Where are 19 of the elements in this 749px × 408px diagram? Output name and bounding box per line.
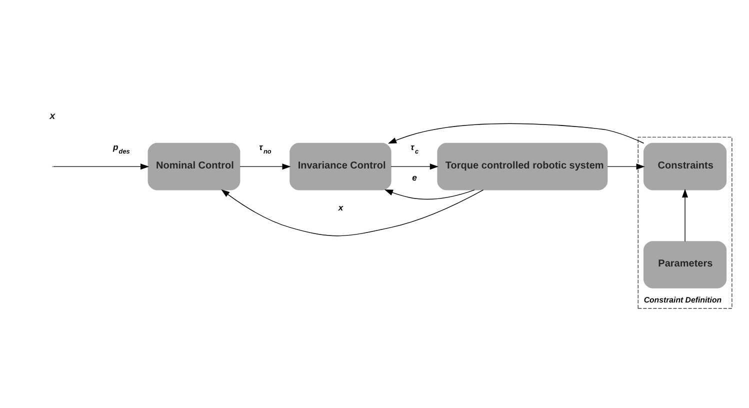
- node-box: Invariance Control: [290, 142, 392, 190]
- edge-label: x: [338, 202, 344, 213]
- label: x: [50, 111, 56, 122]
- edge-label: p$_{des}$: [113, 142, 130, 156]
- node-box: Constraints: [643, 142, 727, 190]
- edge-label: τ$_{no}$: [259, 142, 272, 156]
- edge-label: e: [412, 172, 417, 183]
- arrow: [384, 190, 475, 200]
- arrow: [390, 164, 438, 170]
- arrow: [607, 164, 645, 170]
- node-box: Parameters: [643, 241, 727, 288]
- node-box: Nominal Control: [148, 142, 240, 190]
- arrow: [52, 164, 150, 170]
- arrow: [240, 164, 291, 170]
- edge-label: τ$_{c}$: [410, 142, 419, 156]
- node-box: Torque controlled robotic system: [437, 142, 608, 190]
- arrow: [682, 188, 688, 242]
- arrow: [221, 189, 484, 236]
- arrow: [388, 123, 644, 144]
